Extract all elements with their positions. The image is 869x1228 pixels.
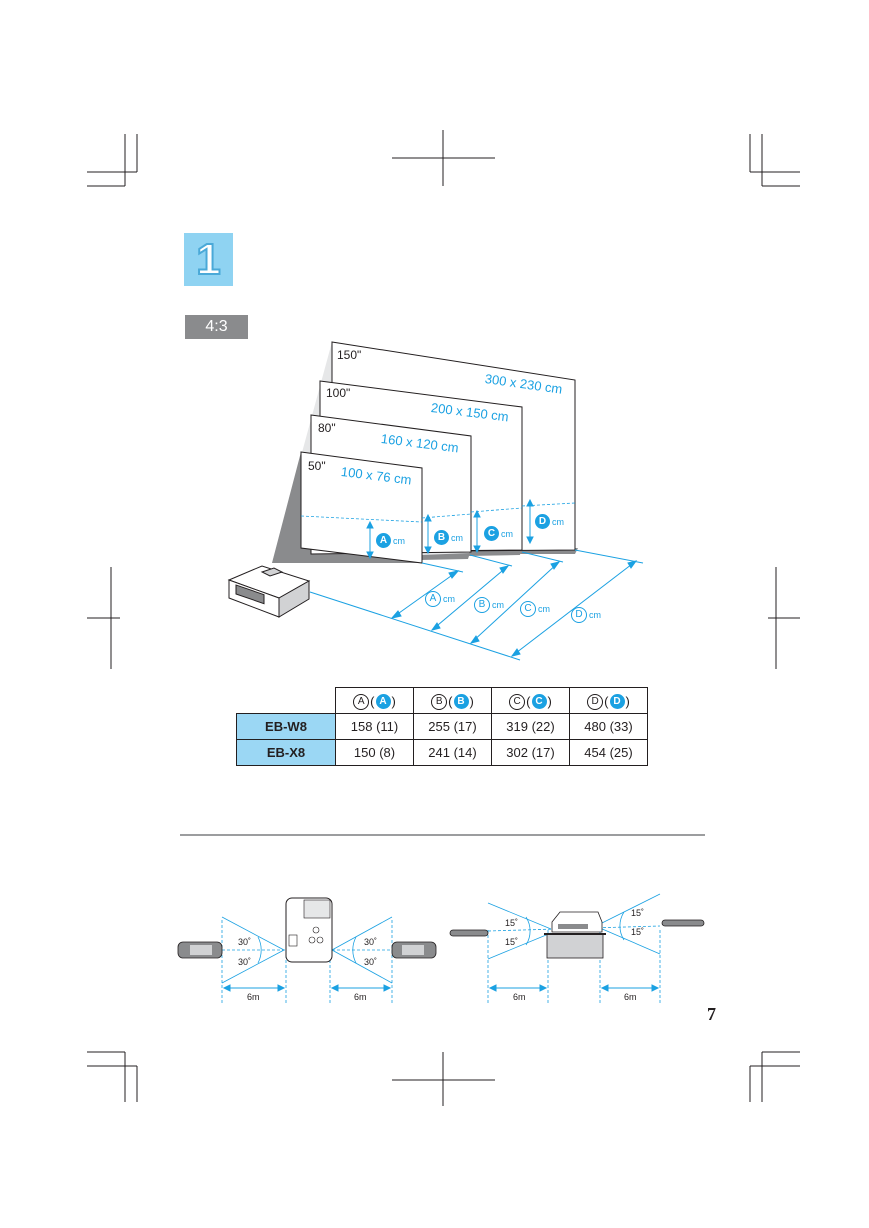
height-marker-c: C cm	[484, 526, 513, 541]
table-cell: 454 (25)	[569, 739, 648, 766]
angle-label: 30˚	[238, 937, 252, 947]
table-cell: 480 (33)	[569, 713, 648, 740]
table-row: EB-W8 158 (11) 255 (17) 319 (22) 480 (33…	[236, 713, 648, 740]
projection-distance-diagram	[227, 341, 644, 661]
angle-label: 30˚	[364, 957, 378, 967]
remote-top-view	[177, 897, 437, 1005]
model-name: EB-X8	[236, 739, 336, 766]
table-cell: 158 (11)	[335, 713, 414, 740]
angle-label: 15˚	[631, 927, 645, 937]
height-marker-a: A cm	[376, 533, 405, 548]
page-number: 7	[707, 1004, 716, 1024]
projection-distance-table: A(A) B(B) C(C) D(D) EB-W8 158 (11) 255 (…	[236, 687, 648, 766]
screen-size-100: 100"	[326, 386, 351, 400]
angle-label: 30˚	[364, 937, 378, 947]
distance-label: 6m	[513, 992, 526, 1002]
distance-label: 6m	[354, 992, 367, 1002]
aspect-ratio-label: 4:3	[185, 315, 248, 339]
table-row: EB-X8 150 (8) 241 (14) 302 (17) 454 (25)	[236, 739, 648, 766]
column-header-c: C(C)	[491, 687, 570, 714]
table-cell: 302 (17)	[491, 739, 570, 766]
screen-size-50: 50"	[308, 459, 326, 473]
section-divider	[180, 834, 705, 836]
remote-control-icon	[391, 941, 437, 959]
column-header-b: B(B)	[413, 687, 492, 714]
step-number: 1	[195, 234, 222, 284]
table-cell: 150 (8)	[335, 739, 414, 766]
projector-icon	[227, 565, 311, 618]
distance-marker-a: A cm	[425, 591, 455, 607]
height-marker-b: B cm	[434, 530, 463, 545]
step-number-badge: 1	[184, 233, 233, 286]
table-header-row: A(A) B(B) C(C) D(D)	[237, 687, 648, 714]
distance-marker-c: C cm	[520, 601, 550, 617]
distance-marker-d: D cm	[571, 607, 601, 623]
distance-label: 6m	[247, 992, 260, 1002]
angle-label: 30˚	[238, 957, 252, 967]
table-cell: 319 (22)	[491, 713, 570, 740]
remote-control-icon	[177, 941, 223, 959]
remote-side-view	[449, 893, 705, 1005]
distance-marker-b: B cm	[474, 597, 504, 613]
angle-label: 15˚	[505, 937, 519, 947]
distance-label: 6m	[624, 992, 637, 1002]
column-header-d: D(D)	[569, 687, 648, 714]
screen-size-80: 80"	[318, 421, 336, 435]
height-marker-d: D cm	[535, 514, 564, 529]
screen-labels: 150" 300 x 230 cm 100" 200 x 150 cm 80" …	[308, 348, 601, 623]
angle-label: 15˚	[631, 908, 645, 918]
screen-size-150: 150"	[337, 348, 362, 362]
angle-label: 15˚	[505, 918, 519, 928]
